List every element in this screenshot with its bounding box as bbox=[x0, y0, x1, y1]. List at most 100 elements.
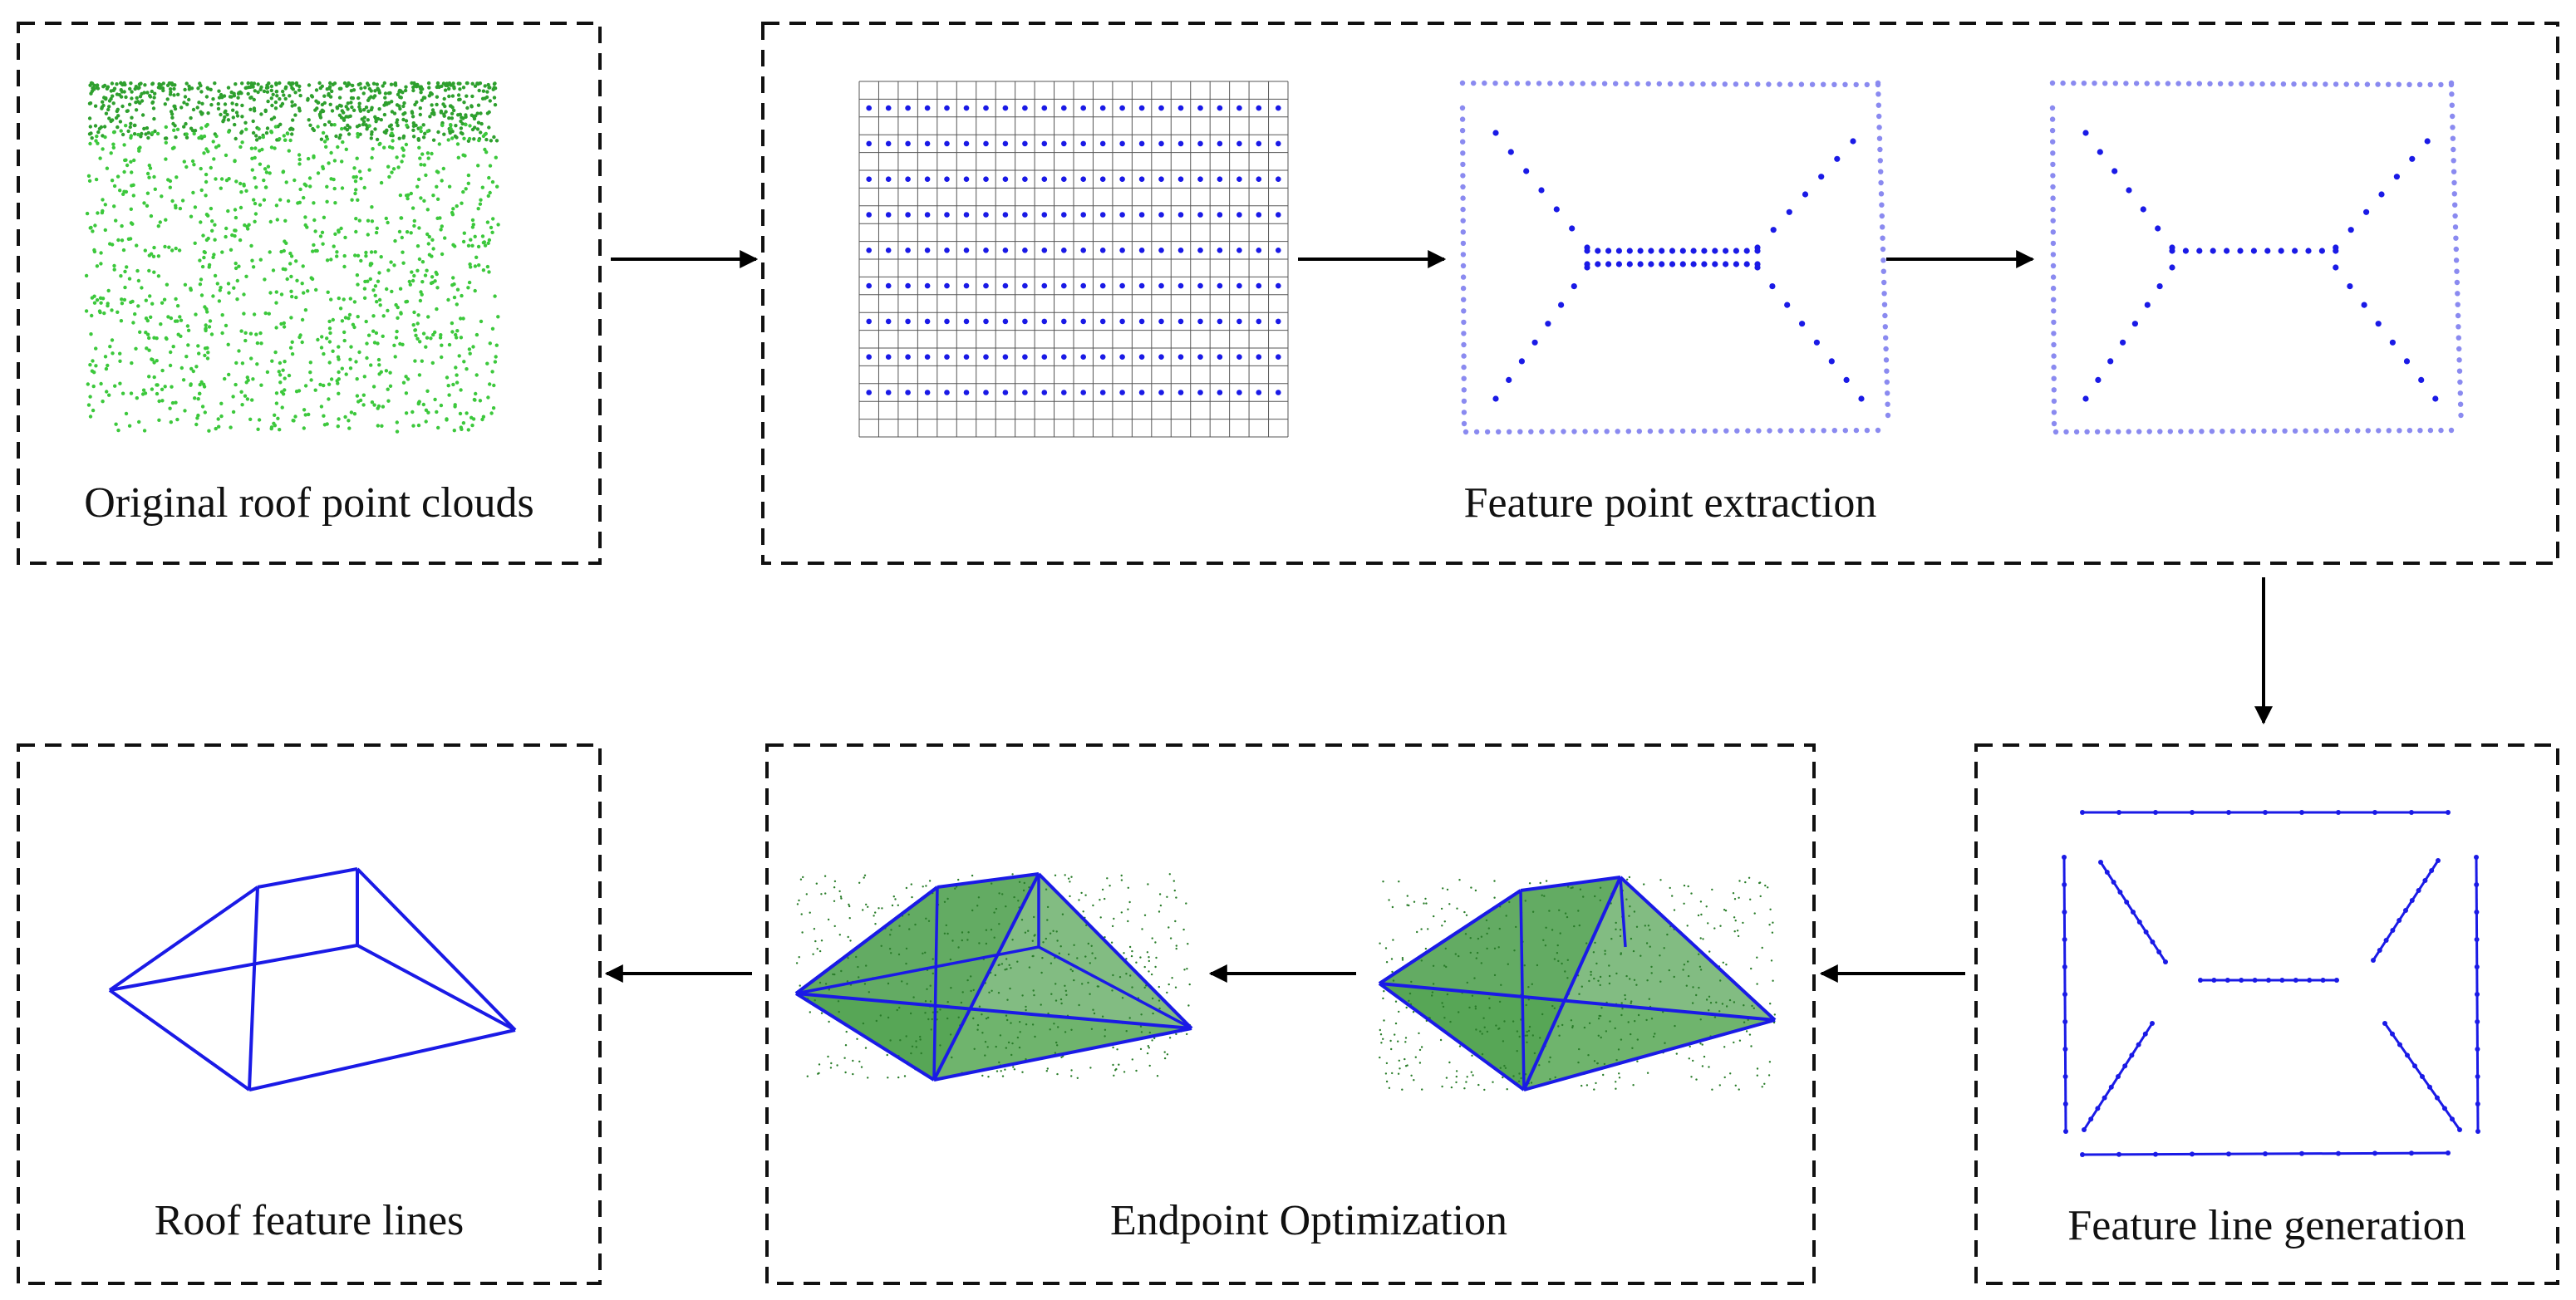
cloud-point bbox=[137, 149, 141, 153]
cloud-point bbox=[374, 116, 378, 120]
ridge-point bbox=[1669, 261, 1676, 267]
speckle bbox=[985, 942, 988, 945]
grid-point bbox=[1236, 390, 1242, 395]
speckle bbox=[1683, 884, 1686, 887]
cloud-point bbox=[286, 131, 290, 136]
speckle bbox=[1619, 929, 1622, 931]
speckle bbox=[1021, 994, 1024, 997]
grid-point bbox=[1177, 176, 1184, 182]
line-vertex bbox=[2474, 937, 2480, 942]
cloud-point bbox=[116, 310, 120, 314]
grid-point bbox=[1041, 248, 1048, 253]
cloud-point bbox=[418, 156, 422, 160]
speckle bbox=[1054, 1052, 1057, 1054]
speckle bbox=[1650, 1018, 1654, 1020]
cloud-point bbox=[195, 416, 199, 420]
cloud-point bbox=[349, 410, 354, 415]
grid-point bbox=[1138, 282, 1145, 289]
speckle bbox=[1723, 1046, 1726, 1048]
speckle bbox=[1488, 997, 1491, 1000]
cloud-point bbox=[112, 184, 117, 189]
cloud-point bbox=[303, 215, 307, 219]
line-vertex bbox=[2190, 810, 2195, 815]
grid-point bbox=[1002, 140, 1009, 147]
cloud-point bbox=[211, 140, 215, 144]
speckle bbox=[1615, 972, 1618, 975]
grid-point bbox=[1256, 282, 1262, 289]
speckle bbox=[1538, 1064, 1541, 1067]
boundary-point bbox=[1571, 429, 1577, 434]
speckle bbox=[1065, 993, 1068, 997]
cloud-point bbox=[411, 121, 415, 125]
feature-point bbox=[2363, 208, 2370, 215]
cloud-point bbox=[470, 423, 474, 428]
cloud-point bbox=[337, 296, 341, 301]
cloud-point bbox=[99, 262, 103, 266]
cloud-point bbox=[257, 127, 261, 131]
boundary-point bbox=[2050, 184, 2056, 190]
cloud-point bbox=[369, 136, 373, 140]
speckle bbox=[1006, 998, 1009, 1001]
speckle bbox=[1055, 930, 1058, 933]
line-vertex bbox=[2474, 964, 2480, 969]
cloud-point bbox=[206, 111, 210, 115]
cloud-point bbox=[127, 424, 132, 428]
grid-point bbox=[1119, 354, 1125, 361]
boundary-point bbox=[2051, 308, 2057, 314]
speckle bbox=[848, 903, 850, 906]
boundary-point bbox=[2452, 224, 2459, 230]
cloud-point bbox=[343, 126, 347, 130]
speckle bbox=[1099, 899, 1101, 901]
cloud-point bbox=[174, 400, 178, 405]
cloud-point bbox=[174, 135, 178, 140]
cloud-point bbox=[394, 336, 399, 340]
boundary-point bbox=[1569, 81, 1575, 86]
speckle bbox=[1054, 983, 1057, 985]
cloud-point bbox=[266, 99, 270, 104]
cloud-point bbox=[92, 248, 96, 253]
grid-point bbox=[924, 140, 931, 147]
cloud-point bbox=[253, 219, 257, 223]
speckle bbox=[1621, 1008, 1624, 1010]
line-vertex bbox=[2450, 1116, 2455, 1122]
grid-point bbox=[885, 248, 892, 253]
speckle bbox=[1005, 968, 1008, 970]
cloud-point bbox=[122, 82, 126, 86]
speckle bbox=[1391, 970, 1394, 974]
boundary-point bbox=[2050, 262, 2057, 269]
cloud-point bbox=[169, 316, 174, 321]
cloud-point bbox=[398, 95, 402, 100]
cloud-point bbox=[415, 268, 420, 272]
speckle bbox=[1650, 965, 1653, 969]
line-vertex bbox=[2336, 810, 2341, 815]
speckle bbox=[928, 880, 932, 882]
cloud-point bbox=[434, 270, 438, 275]
speckle bbox=[1517, 1080, 1521, 1083]
cloud-point bbox=[125, 163, 130, 168]
cloud-point bbox=[411, 135, 416, 139]
cloud-point bbox=[396, 305, 400, 310]
speckle bbox=[857, 965, 859, 969]
cloud-point bbox=[168, 179, 173, 184]
cloud-point bbox=[148, 294, 152, 298]
cloud-point bbox=[130, 90, 134, 94]
cloud-point bbox=[477, 88, 481, 93]
speckle bbox=[1110, 941, 1113, 944]
cloud-point bbox=[101, 147, 105, 151]
speckle bbox=[1186, 968, 1188, 970]
speckle bbox=[819, 981, 822, 984]
speckle bbox=[818, 1063, 821, 1066]
speckle bbox=[1150, 973, 1153, 976]
speckle bbox=[1600, 1036, 1602, 1039]
cloud-point bbox=[145, 171, 150, 176]
grid-point bbox=[924, 212, 931, 218]
grid-point bbox=[1061, 212, 1067, 218]
boundary-point bbox=[2303, 428, 2308, 434]
speckle bbox=[1549, 1077, 1551, 1081]
grid-point bbox=[1002, 212, 1009, 218]
grid-point bbox=[905, 282, 911, 289]
cloud-point bbox=[430, 238, 435, 242]
cloud-point bbox=[387, 174, 391, 179]
cloud-point bbox=[129, 135, 133, 140]
cloud-point bbox=[164, 218, 168, 222]
